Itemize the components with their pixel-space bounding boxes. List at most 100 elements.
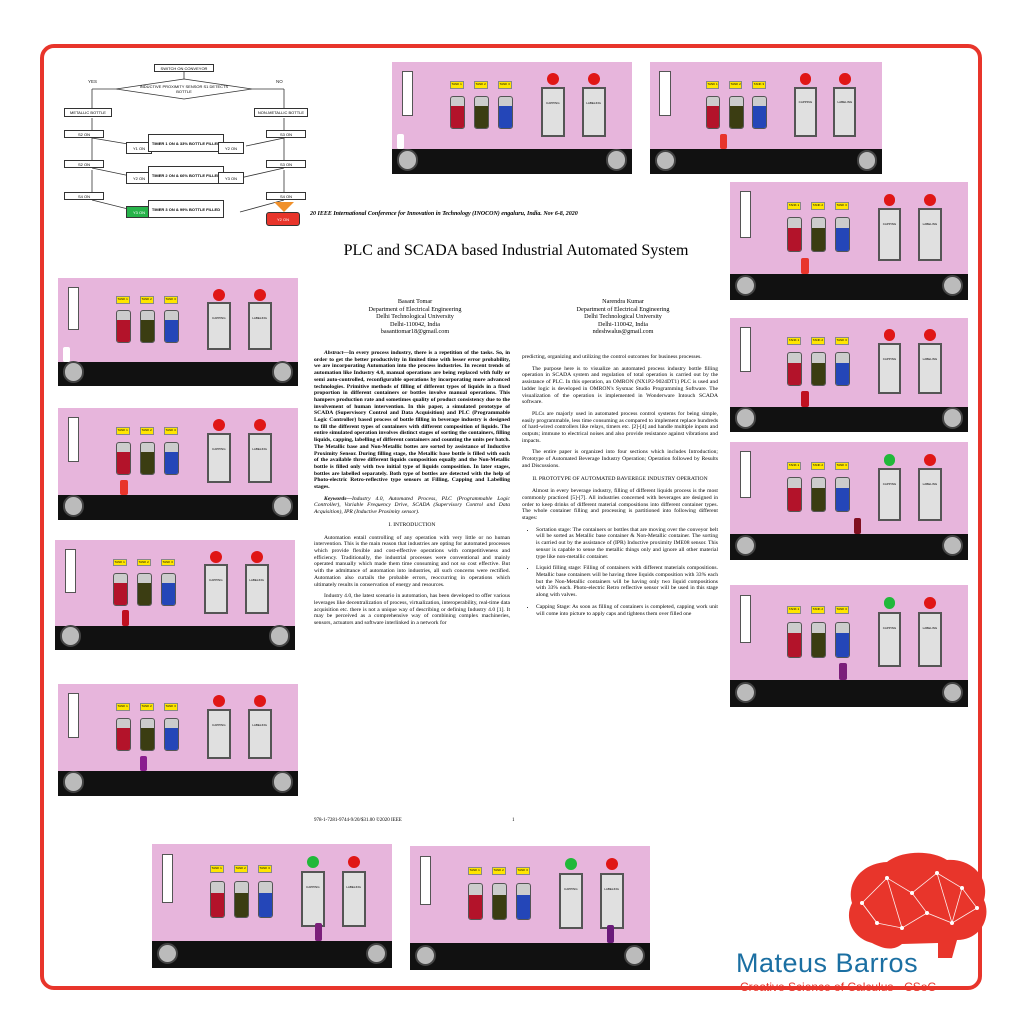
flow-decision-text: INDUCTIVE PROXIMITY SENSOR S1 DETECTS BO… [139,84,229,94]
status-lamp [883,597,896,610]
liquid-tank [810,621,826,658]
tank-tag: TANK 2 [810,462,825,470]
flow-no-label: NO [276,79,283,84]
liquid-tank [257,881,273,918]
process-machine: CAPPING [877,343,902,395]
tank-tag: TANK 2 [810,202,825,210]
status-lamp [883,193,896,206]
flow-start-box: SWITCH ON CONVEYOR [154,64,214,72]
status-lamp [253,288,266,301]
author-2-dept: Department of Electrical Engineering [576,305,670,313]
conveyor-wheel [271,361,294,383]
bottle [120,479,128,496]
status-lamp [605,858,618,871]
conveyor-wheel [941,275,964,297]
author-2: Narendra Kumar Department of Electrical … [538,298,708,336]
tank-tag: TANK 2 [473,81,488,89]
tank-tag: TANK 1 [467,867,482,876]
conveyor-wheel [941,681,964,704]
tank-tag: TANK 1 [115,703,130,711]
process-machine: LABELING [581,86,606,138]
tank-tag: TANK 2 [139,296,154,304]
liquid-tank [810,352,826,387]
level-gauge [67,416,80,462]
status-lamp [923,329,936,342]
section-2-heading: II. PROTOTYPE OF AUTOMATED BAVEREGE INDU… [532,475,708,482]
flow-s4-box-right: S4 ON [266,192,306,200]
liquid-tank [834,352,850,387]
flow-timer2-box: TIMER 2 ON & 66% BOTTLE FILLED [148,166,224,184]
process-machine: LABELING [341,871,366,928]
level-gauge [739,191,752,239]
liquid-tank [787,352,803,387]
tank-tag: TANK 1 [787,605,801,614]
conveyor-wheel [414,944,437,967]
flow-nonmetallic-box: NON-METALLIC BOTTLE [254,108,308,117]
tank-tag: TANK 2 [233,865,248,874]
liquid-tank [752,95,767,129]
tank-tag: TANK 1 [449,81,464,89]
liquid-tank [728,95,744,129]
tank-tag: TANK 3 [834,337,849,346]
liquid-tank [449,95,465,129]
tank-tag: TANK 3 [163,427,178,435]
process-machine: CAPPING [206,432,231,484]
liquid-tank [810,477,826,513]
footer-copyright: 978-1-7281-9744-9/20/$31.00 ©2020 IEEE [314,818,402,823]
liquid-tank [139,717,155,751]
level-gauge [739,327,752,373]
status-lamp [546,73,559,86]
author-1-univ: Delhi Technological University [376,313,454,321]
status-lamp [883,329,896,342]
process-machine: CAPPING [300,871,325,928]
tank-tag: TANK 1 [209,865,224,874]
conveyor-belt [730,534,968,560]
process-machine: CAPPING [558,873,583,930]
bottle [62,347,70,363]
flow-metallic-box: METALLIC BOTTLE [64,108,112,117]
process-machine: CAPPING [877,611,902,667]
bottle [839,663,847,681]
liquid-tank [515,883,531,920]
conveyor-wheel [268,625,291,647]
liquid-tank [163,441,179,475]
tank-tag: TANK 2 [810,337,825,346]
tank-tag: TANK 2 [139,703,154,711]
level-gauge [161,853,174,904]
status-lamp [564,858,577,871]
stage-item-sortation: Sortation stage: The containers or bottl… [536,527,718,561]
conveyor-wheel [734,275,757,297]
flow-timer3-box: TIMER 3 ON & 99% BOTTLE FILLED [148,200,224,218]
conveyor-belt [650,149,882,174]
right-column: predicting, organizing and utilizing the… [522,354,718,622]
footer-page-number: 1 [512,818,515,823]
author-1-name: Basant Tomar [397,298,433,305]
tank-tag: TANK 2 [810,605,825,614]
conveyor-wheel [734,407,757,429]
process-machine: CAPPING [877,467,902,522]
tank-tag: TANK 2 [491,867,506,876]
status-lamp [212,695,225,708]
conveyor-wheel [941,407,964,429]
abstract-text: In every process industry, there is a re… [314,350,510,491]
conference-line: 20 IEEE International Conference for Inn… [310,211,578,217]
liquid-tank [115,310,131,343]
tank-tag: TANK 3 [752,81,766,89]
process-machine: CAPPING [206,301,231,351]
level-gauge [739,451,752,499]
keywords-text: Industry 4.0, Automated Process, PLC (Pr… [314,495,510,516]
flow-y2-box-red: Y2 ON [266,212,300,226]
flow-s3-box: S3 ON [266,160,306,168]
liquid-tank [787,217,803,253]
process-machine: LABELING [599,873,624,930]
conveyor-wheel [734,681,757,704]
tank-tag: TANK 1 [115,427,130,435]
flowchart: SWITCH ON CONVEYOR INDUCTIVE PROXIMITY S… [62,62,308,228]
status-lamp [923,597,936,610]
author-2-univ: Delhi Technological University [584,313,662,321]
liquid-tank [139,310,155,343]
conveyor-wheel [654,149,676,171]
bottle [853,517,861,535]
